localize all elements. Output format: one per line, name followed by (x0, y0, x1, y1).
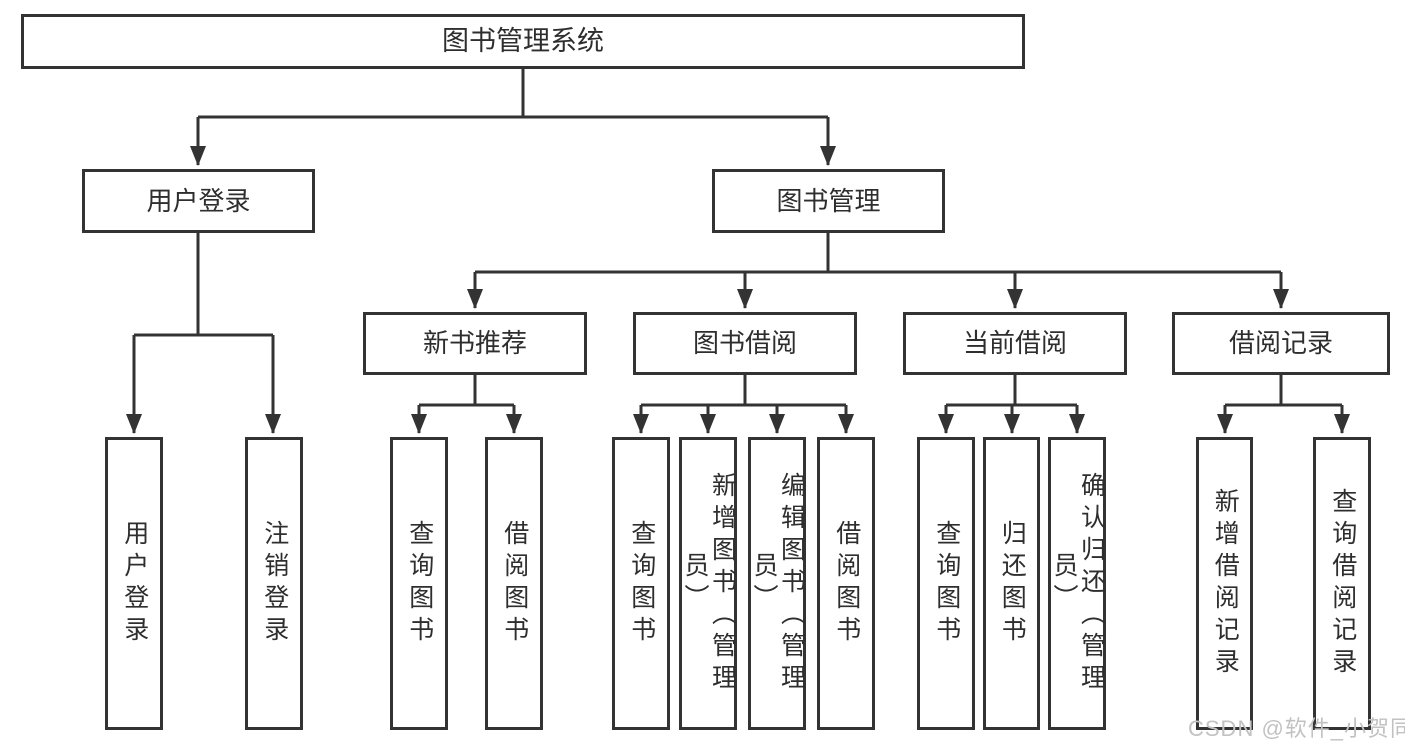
leaf-query-books-current-label: 查询图书 (932, 519, 961, 648)
node-book-management-label: 图书管理 (776, 185, 881, 216)
node-library-management-system: 图书管理系统 (21, 14, 1025, 69)
leaf-borrow-books: 借阅图书 (817, 437, 875, 730)
node-current-borrowing-label: 当前借阅 (962, 328, 1067, 359)
node-new-book-recommendation-label: 新书推荐 (422, 328, 527, 359)
node-user-login-label: 用户登录 (146, 185, 251, 216)
node-borrowing-records-label: 借阅记录 (1228, 328, 1333, 359)
node-book-borrowing: 图书借阅 (633, 312, 857, 375)
leaf-user-login-label: 用户登录 (120, 519, 149, 648)
leaf-query-books-recommend: 查询图书 (390, 437, 448, 730)
leaf-add-borrow-record: 新增借阅记录 (1196, 437, 1253, 730)
leaf-borrow-books-label: 借阅图书 (832, 519, 861, 648)
node-book-borrowing-label: 图书借阅 (692, 328, 797, 359)
leaf-confirm-return-admin-label: 确认归还（管理员） (1050, 471, 1106, 696)
leaf-query-books-current: 查询图书 (917, 437, 975, 730)
leaf-return-books-label: 归还图书 (998, 519, 1027, 648)
leaf-query-books-borrowing-label: 查询图书 (627, 519, 656, 648)
leaf-add-borrow-record-label: 新增借阅记录 (1211, 487, 1240, 680)
csdn-watermark: CSDN @软件_小贺同学 (1188, 716, 1405, 741)
leaf-add-books-admin-label: 新增图书（管理员） (681, 471, 737, 696)
leaf-borrow-books-recommend-label: 借阅图书 (500, 519, 529, 648)
node-user-login: 用户登录 (82, 169, 315, 233)
leaf-logout-label: 注销登录 (260, 519, 289, 648)
leaf-borrow-books-recommend: 借阅图书 (485, 437, 543, 730)
node-new-book-recommendation: 新书推荐 (363, 312, 587, 375)
leaf-edit-books-admin: 编辑图书（管理员） (748, 437, 806, 730)
leaf-add-books-admin: 新增图书（管理员） (679, 437, 737, 730)
node-book-management: 图书管理 (712, 169, 945, 233)
leaf-query-borrow-record-label: 查询借阅记录 (1328, 487, 1357, 680)
leaf-query-borrow-record: 查询借阅记录 (1313, 437, 1371, 730)
leaf-logout: 注销登录 (245, 437, 303, 730)
leaf-confirm-return-admin: 确认归还（管理员） (1048, 437, 1106, 730)
leaf-edit-books-admin-label: 编辑图书（管理员） (750, 471, 806, 696)
leaf-user-login: 用户登录 (105, 437, 163, 730)
node-library-management-system-label: 图书管理系统 (442, 25, 604, 56)
leaf-return-books: 归还图书 (983, 437, 1040, 730)
leaf-query-books-borrowing: 查询图书 (612, 437, 670, 730)
leaf-query-books-recommend-label: 查询图书 (405, 519, 434, 648)
node-current-borrowing: 当前借阅 (903, 312, 1127, 375)
node-borrowing-records: 借阅记录 (1172, 312, 1390, 375)
